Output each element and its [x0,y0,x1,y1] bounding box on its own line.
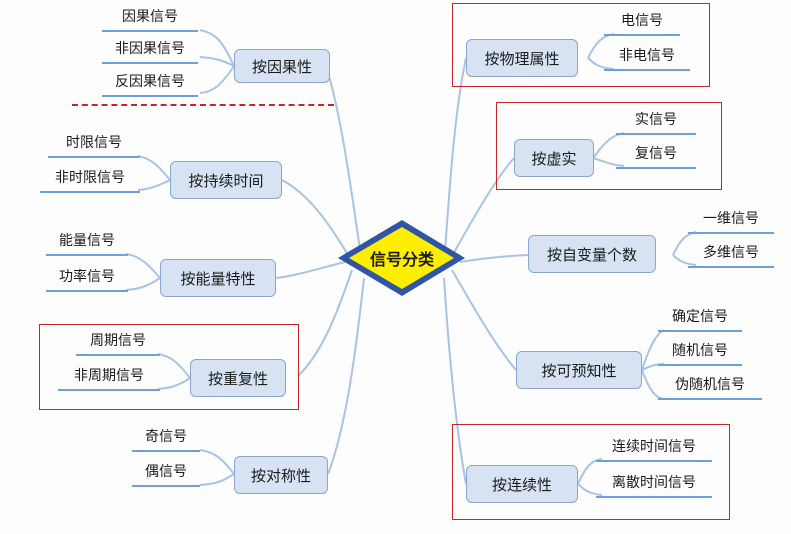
highlight-box-continuity [452,424,730,520]
leaf-multi-d: 多维信号 [688,242,774,268]
connector [199,65,235,94]
connector [451,269,517,371]
leaf-non-electrical: 非电信号 [604,45,690,71]
branch-repetition: 按重复性 [190,359,286,397]
leaf-power-signal: 功率信号 [46,266,128,292]
branch-duration: 按持续时间 [170,161,282,199]
branch-causality: 按因果性 [234,49,330,83]
connector [137,155,171,181]
leaf-electrical: 电信号 [604,10,680,36]
highlight-box-real [496,102,722,190]
leaf-odd: 奇信号 [132,426,200,452]
connector [125,277,161,291]
leaf-anticausal: 反因果信号 [102,71,198,97]
connector [125,253,161,279]
connector [672,254,697,266]
connector [325,65,361,251]
leaf-causal: 因果信号 [102,6,198,32]
connector [577,483,603,496]
leaf-even: 偶信号 [132,461,200,487]
leaf-non-time-limited: 非时限信号 [40,167,140,193]
leaf-discrete-time: 离散时间信号 [596,472,712,498]
connector [157,353,191,379]
branch-symmetry: 按对称性 [234,456,328,494]
connector [444,57,467,253]
leaf-periodic: 周期信号 [76,330,160,356]
connector [459,254,529,263]
branch-real: 按虚实 [514,139,594,177]
highlight-box-physical [452,3,710,87]
connector [327,277,365,475]
connector [199,56,235,67]
branch-predictability: 按可预知性 [516,351,642,389]
connector [297,269,353,377]
leaf-complex-signal: 复信号 [616,143,696,169]
connector [451,157,515,257]
branch-physical: 按物理属性 [466,39,578,77]
leaf-1d: 一维信号 [688,208,774,234]
connector [592,157,625,167]
central-diamond [338,220,465,296]
leaf-real-signal: 实信号 [616,109,696,135]
center-label: 信号分类 [369,250,434,269]
connector [199,29,235,67]
dashed-divider [72,104,334,106]
connector [443,277,467,485]
connector [137,179,171,191]
highlight-box-repetition [39,324,299,410]
connector [275,261,346,279]
leaf-aperiodic: 非周期信号 [58,365,160,391]
leaf-random: 随机信号 [658,340,742,366]
connector [281,179,351,259]
leaf-time-limited: 时限信号 [48,132,140,158]
branch-variables: 按自变量个数 [528,235,656,273]
leaf-noncausal: 非因果信号 [102,38,198,64]
leaf-deterministic: 确定信号 [658,306,742,332]
connector [587,57,615,70]
connector [577,458,603,485]
connector [199,449,235,475]
branch-continuity: 按连续性 [466,465,578,503]
leaf-energy-signal: 能量信号 [46,230,128,256]
leaf-pseudo-random: 伪随机信号 [658,374,762,400]
leaf-continuous-time: 连续时间信号 [596,436,712,462]
connector [157,377,191,390]
branch-energy: 按能量特性 [160,259,276,297]
connector [199,473,235,486]
